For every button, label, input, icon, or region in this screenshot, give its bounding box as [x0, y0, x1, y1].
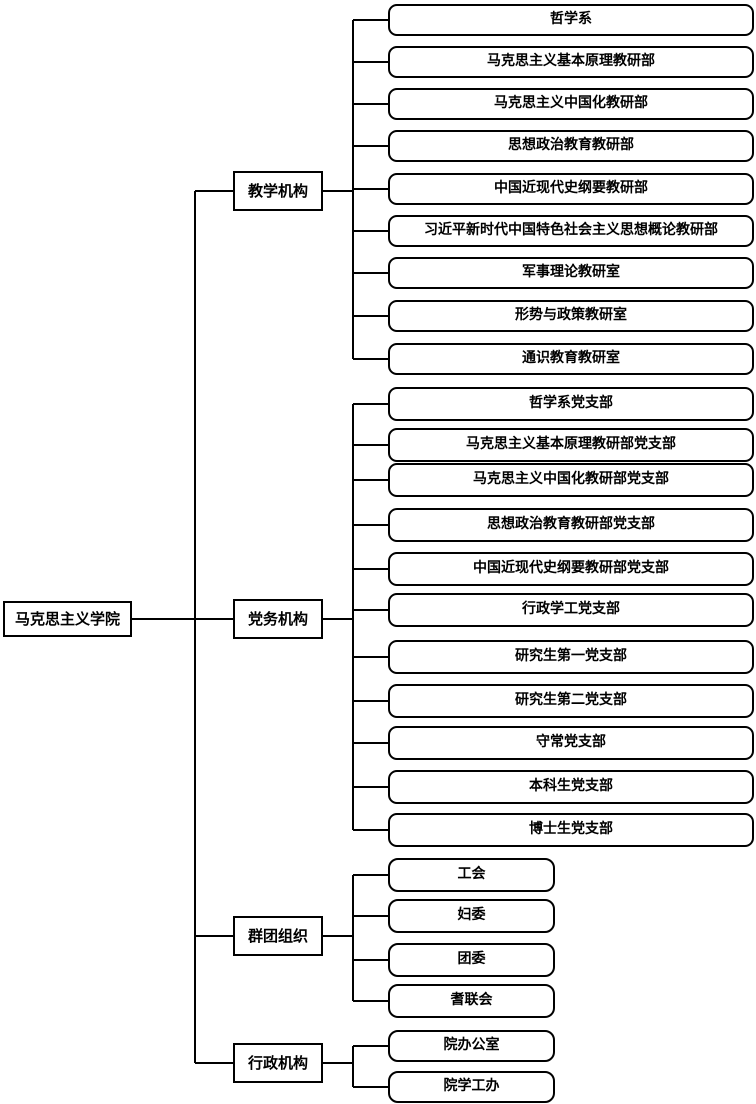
org-node-1-8: 守常党支部 — [388, 726, 754, 760]
org-node-0-3: 思想政治教育教研部 — [388, 130, 754, 162]
org-node-1-1: 马克思主义基本原理教研部党支部 — [388, 428, 754, 462]
org-node-0-6: 军事理论教研室 — [388, 257, 754, 289]
org-node-1-2: 马克思主义中国化教研部党支部 — [388, 463, 754, 497]
org-node-3-0: 院办公室 — [388, 1030, 555, 1062]
org-node-0-4: 中国近现代史纲要教研部 — [388, 173, 754, 205]
org-node-0-1: 马克思主义基本原理教研部 — [388, 46, 754, 78]
org-node-0-8: 通识教育教研室 — [388, 343, 754, 375]
org-node-1-9: 本科生党支部 — [388, 770, 754, 804]
org-node-1-6: 研究生第一党支部 — [388, 640, 754, 674]
org-node-0-2: 马克思主义中国化教研部 — [388, 88, 754, 120]
category-node-3: 行政机构 — [233, 1043, 323, 1083]
org-node-2-0: 工会 — [388, 858, 555, 892]
org-node-1-3: 思想政治教育教研部党支部 — [388, 508, 754, 542]
org-node-1-0: 哲学系党支部 — [388, 387, 754, 421]
org-node-2-2: 团委 — [388, 943, 555, 977]
org-node-0-5: 习近平新时代中国特色社会主义思想概论教研部 — [388, 215, 754, 247]
category-node-2: 群团组织 — [233, 916, 323, 956]
org-node-2-1: 妇委 — [388, 899, 555, 933]
org-node-1-4: 中国近现代史纲要教研部党支部 — [388, 552, 754, 586]
root-node: 马克思主义学院 — [3, 601, 132, 637]
org-node-1-7: 研究生第二党支部 — [388, 684, 754, 718]
org-node-1-5: 行政学工党支部 — [388, 593, 754, 627]
org-node-3-1: 院学工办 — [388, 1071, 555, 1103]
org-node-2-3: 耆联会 — [388, 984, 555, 1018]
category-node-0: 教学机构 — [233, 171, 323, 211]
category-node-1: 党务机构 — [233, 599, 323, 639]
org-node-0-7: 形势与政策教研室 — [388, 300, 754, 332]
org-node-1-10: 博士生党支部 — [388, 813, 754, 847]
org-node-0-0: 哲学系 — [388, 4, 754, 36]
